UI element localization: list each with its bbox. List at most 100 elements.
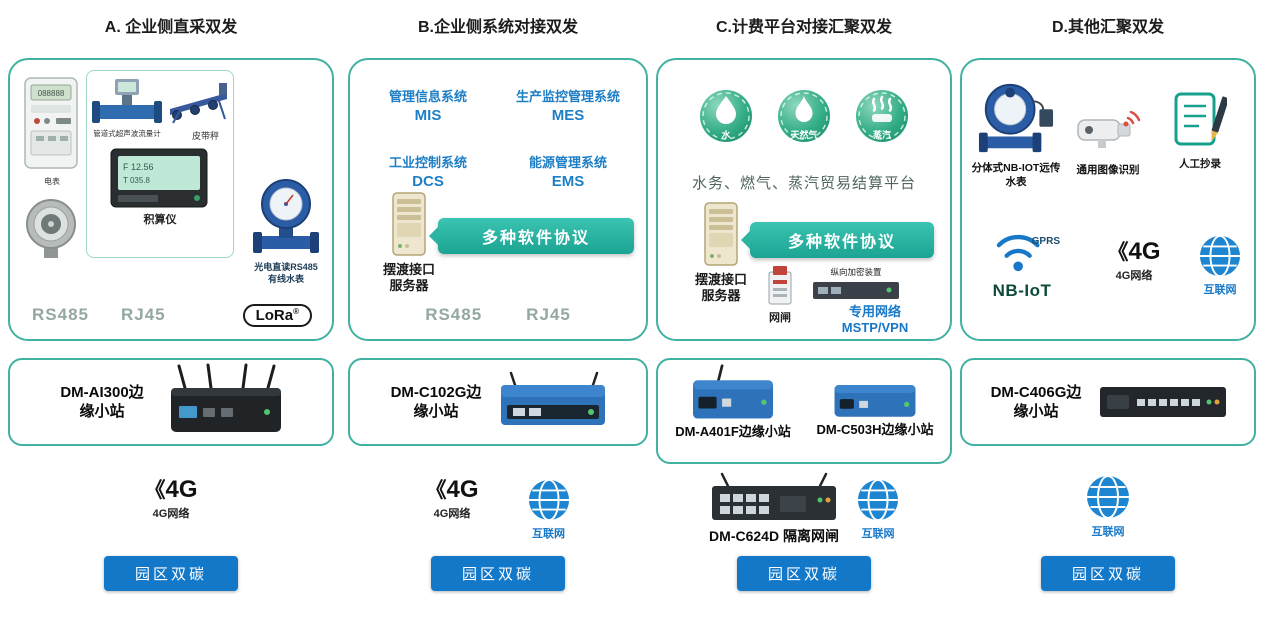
steam-label: 蒸汽: [873, 129, 891, 140]
gas-utility-icon: 天然气: [778, 90, 830, 142]
dcs-abbr: DCS: [412, 173, 444, 190]
manual-entry-group: 人工抄录: [1154, 80, 1246, 172]
system-ems: 能源管理系统 EMS: [498, 152, 638, 190]
flow-meter-label: 管道式超声波流量计: [93, 129, 161, 138]
instrument-group-box: 管道式超声波流量计 皮带秤 F 12.56 T 035.8: [86, 70, 234, 258]
link-4g-d: 《4G 4G网络: [1107, 240, 1160, 283]
column-a-edge-inner: DM-AI300边缘小站: [10, 360, 332, 444]
software-protocol-banner-b: 多种软件协议: [438, 218, 634, 254]
column-d-sources-row: 分体式NB-IOT远传水表 通用图像识别: [970, 80, 1246, 189]
isolation-gateway-label: DM-C624D 隔离网闸: [709, 528, 839, 544]
column-c-title: C.计费平台对接汇聚双发: [715, 19, 892, 36]
column-d-edge-inner: DM-C406G边缘小站: [962, 360, 1254, 444]
dm-c503h-device-image: [834, 385, 916, 417]
link-internet-d: 互联网: [1085, 474, 1131, 539]
signal-arc-glyph: 《: [1107, 241, 1129, 264]
lora-registered-mark: ®: [293, 307, 299, 316]
link-internet-c: 互联网: [856, 478, 900, 541]
ferry-server-group-c: 摆渡接口 服务器: [678, 200, 764, 305]
park-dual-carbon-node-c: 园区双碳: [737, 556, 871, 591]
4g-network-label-b: 4G网络: [433, 508, 471, 520]
dm-ai300-device-image: [171, 363, 281, 432]
svg-text:088888: 088888: [38, 89, 65, 98]
isolation-gateway-group: DM-C624D 隔离网闸: [708, 472, 840, 546]
mis-name: 管理信息系统: [388, 89, 467, 104]
gas-label: 天然气: [790, 129, 817, 140]
edge-station-c503h-name: DM-C503H边缘小站: [816, 422, 934, 437]
electric-meter-label: 电表: [44, 177, 60, 186]
wired-water-meter-label: 光电直读RS485 有线水表: [254, 262, 318, 284]
edge-station-d-name: DM-C406G边缘小站: [990, 383, 1082, 421]
ems-name: 能源管理系统: [528, 155, 607, 170]
signal-arc-glyph: 《: [144, 479, 166, 502]
4g-icon: 《4G: [144, 478, 197, 502]
ferry-server-group-b: 摆渡接口 服务器: [366, 190, 452, 295]
gprs-label: GPRS: [1031, 236, 1060, 247]
rs485-label: RS485: [32, 305, 89, 324]
column-d-links: 互联网: [960, 474, 1256, 539]
protocol-labels-a: RS485 RJ45: [32, 305, 166, 325]
encryption-device-image: [813, 282, 899, 299]
edge-station-a-name: DM-AI300边缘小站: [60, 383, 144, 421]
column-a-device-box: 088888 电表: [8, 58, 334, 341]
column-c-bottom-row: DM-C624D 隔离网闸 互联网: [656, 472, 952, 546]
park-dual-carbon-node-b: 园区双碳: [431, 556, 565, 591]
column-c-edge-box: DM-A401F边缘小站 DM-C503H边缘小站: [656, 358, 952, 464]
svg-text:F 12.56: F 12.56: [123, 162, 154, 172]
water-utility-icon: 水: [700, 90, 752, 142]
4g-icon: 《4G: [425, 478, 478, 502]
4g-network-label-d: 4G网络: [1115, 270, 1153, 282]
gateway-label: 网闸: [769, 312, 791, 324]
edge-unit-a401f: DM-A401F边缘小站: [674, 364, 792, 440]
wired-water-meter-image: [253, 179, 319, 253]
nbiot-label: NB-IoT: [992, 281, 1052, 300]
systems-grid: 管理信息系统 MIS 生产监控管理系统 MES 工业控制系统 DCS 能源管理系…: [358, 86, 638, 190]
internet-label-b: 互联网: [532, 528, 565, 540]
column-d-edge-box: DM-C406G边缘小站: [960, 358, 1256, 446]
gateway-device-image: [768, 266, 792, 305]
system-mes: 生产监控管理系统 MES: [498, 86, 638, 124]
private-network-label: 专用网络 MSTP/VPN: [841, 304, 909, 336]
encryption-group: 纵向加密装置: [808, 266, 904, 303]
column-a-title: A. 企业侧直采双发: [104, 19, 238, 36]
column-b-systems-box: 管理信息系统 MIS 生产监控管理系统 MES 工业控制系统 DCS 能源管理系…: [348, 58, 648, 341]
dm-a401f-device-image: [693, 364, 773, 419]
dm-c406g-device-image: [1100, 387, 1226, 417]
column-d-radio-row: GPRS NB-IoT 《4G 4G网络 互联网: [974, 224, 1242, 301]
mes-abbr: MES: [551, 107, 585, 124]
gateway-group: 网闸: [760, 264, 800, 325]
column-b-links: 《4G 4G网络 互联网: [348, 478, 648, 541]
rj45-label: RJ45: [120, 305, 166, 324]
water-label: 水: [721, 129, 731, 140]
steam-utility-icon: 蒸汽: [856, 90, 908, 142]
rs485-label-b: RS485: [425, 305, 483, 324]
server-tower-image: [704, 202, 738, 266]
image-recognition-group: 通用图像识别: [1062, 80, 1154, 178]
ems-abbr: EMS: [551, 173, 585, 190]
internet-label-d: 互联网: [1091, 526, 1125, 538]
dm-c102g-device-image: [501, 371, 605, 425]
manual-entry-label: 人工抄录: [1179, 158, 1221, 170]
4g-network-label: 4G网络: [152, 508, 190, 520]
server-tower-image: [392, 192, 426, 256]
edge-unit-c503h: DM-C503H边缘小站: [816, 364, 934, 440]
system-mis: 管理信息系统 MIS: [358, 86, 498, 124]
notebook-pencil-icon: [1174, 92, 1227, 146]
4g-icon: 《4G: [1107, 240, 1160, 264]
utility-circles: 水 天然气 蒸汽: [658, 88, 950, 144]
park-dual-carbon-node-a: 园区双碳: [104, 556, 238, 591]
encryption-device-label: 纵向加密装置: [830, 267, 882, 277]
nbiot-water-meter-group: 分体式NB-IOT远传水表: [970, 80, 1062, 189]
column-a-edge-box: DM-AI300边缘小站: [8, 358, 334, 446]
nbiot-water-meter-image: [978, 83, 1054, 153]
software-protocol-banner-c: 多种软件协议: [750, 222, 934, 258]
protocol-labels-b: RS485 RJ45: [350, 305, 646, 325]
ferry-server-label-c: 摆渡接口 服务器: [694, 272, 747, 304]
camera-icon: [1077, 110, 1140, 148]
column-a-links: 《4G 4G网络: [8, 478, 334, 521]
4g-text: 4G: [1128, 238, 1161, 265]
dcs-name: 工业控制系统: [388, 155, 467, 170]
totalizer-label: 积算仪: [143, 214, 177, 226]
mis-abbr: MIS: [414, 107, 442, 124]
